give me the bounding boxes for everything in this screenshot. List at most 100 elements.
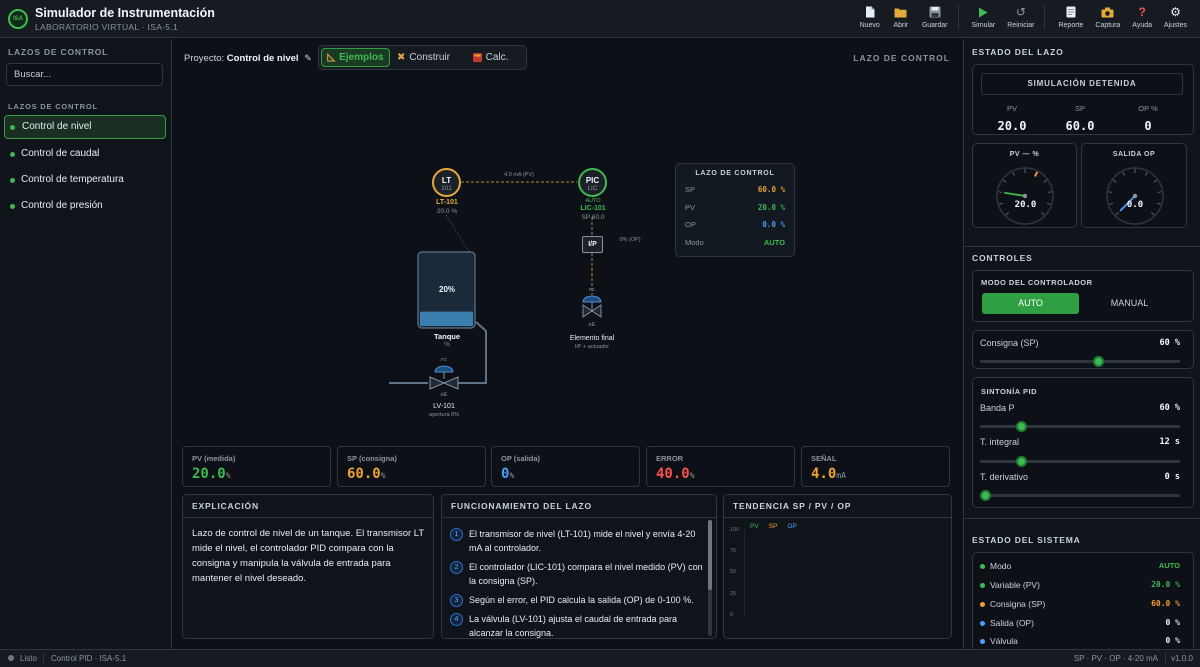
gauge-tick [1040,211,1045,216]
gauge-pv-needle [1004,191,1026,197]
trend-title: TENDENCIA SP / PV / OP [724,495,951,518]
tab-calc[interactable]: Calc. [457,48,524,67]
sidebar-item-label: Control de nivel [22,121,92,132]
sidebar-item-flow[interactable]: Control de caudal [4,142,166,166]
tab-examples-label: Ejemplos [339,52,384,63]
summary-row-sp: SP 60.0 % [685,185,785,194]
operation-scroll-thumb[interactable] [708,520,712,590]
controls-heading: CONTROLES [972,253,1033,263]
reset-icon: ↺ [1015,5,1026,19]
status-key: SP [1074,104,1085,113]
setpoint-slider[interactable] [980,356,1180,367]
derivative-slider-thumb[interactable] [980,490,991,501]
system-row-op: Salida (OP)0 % [980,618,1180,628]
search-input[interactable] [6,63,163,86]
legend-pv: PV [750,523,759,530]
band-slider[interactable] [980,421,1180,432]
pid-card: SINTONÍA PID [972,377,1194,508]
summary-key: PV [685,203,696,212]
gauge-tick [1002,179,1007,183]
edit-icon[interactable]: ✎ [304,53,312,63]
final-element-sub: I/P + actuador [574,344,610,350]
gauge-pv-sp-marker [1034,171,1039,177]
reset-button[interactable]: ↺ Reiniciar [1002,5,1046,29]
gauge-op-hub [1132,193,1138,199]
capture-button[interactable]: Captura [1090,5,1125,29]
save-label: Guardar [921,22,948,29]
divider [964,246,1200,247]
ip-converter[interactable]: I/P [582,236,603,253]
sidebar-item-pressure[interactable]: Control de presión [4,194,166,218]
system-value: AUTO [1158,561,1180,570]
trend-y-tick: 50 [730,569,737,575]
lt-instrument[interactable]: LT 101 [432,168,461,197]
final-element-code: FC [589,287,595,292]
save-button[interactable]: Guardar [917,5,959,29]
status-indicator-icon [8,655,14,661]
open-button[interactable]: Abrir [887,5,915,29]
gauge-pv-title: PV — % [1009,151,1040,158]
pv-signal-label: 4.0 mA (PV) [504,172,534,178]
metric-signal: SEÑAL 4.0mA [801,446,950,487]
sidebar-item-temperature[interactable]: Control de temperatura [4,168,166,192]
camera-icon [1101,5,1115,19]
gear-icon: ⚙ [1170,5,1181,19]
setpoint-card [972,330,1194,369]
gauge-pv [996,167,1054,225]
integral-slider-thumb[interactable] [1015,456,1027,467]
calculator-icon [472,48,482,67]
simulate-button[interactable]: Simular [967,5,1001,29]
integral-slider[interactable] [980,456,1180,467]
derivative-slider[interactable] [980,490,1180,501]
lt-tag: LT-101 [436,199,458,206]
status-version: v1.0.0 [1171,654,1193,663]
tab-examples[interactable]: ◺ Ejemplos [321,48,390,67]
report-button[interactable]: Reporte [1053,5,1088,29]
gauge-tick [1109,202,1114,205]
gauge-op-title: SALIDA OP [1112,151,1156,158]
manual-button[interactable]: MANUAL [1110,298,1149,308]
setpoint-slider-thumb[interactable] [1093,356,1105,367]
integral-value: 12 s [1159,437,1180,447]
gauge-op-needle [1119,195,1136,212]
system-key: Consigna (SP) [990,599,1046,609]
summary-value: 60.0 % [757,185,785,194]
tab-build[interactable]: ✖ Construir [390,48,457,67]
project-indicator: Proyecto: Control de nivel ✎ [184,53,312,64]
ip-signal-label: 0% (OP) [619,237,641,243]
explanation-text: Lazo de control de nivel de un tanque. E… [192,528,425,584]
summary-key: SP [685,185,696,194]
help-icon: ? [1138,5,1146,19]
gauge-pv-card: PV — % 20.0 [972,143,1077,228]
summary-key: OP [685,220,696,229]
metric-label: SEÑAL [811,454,837,463]
gauge-tick [1012,171,1015,176]
new-button[interactable]: Nuevo [855,5,885,29]
system-value: 0 % [1165,618,1180,627]
sidebar: LAZOS DE CONTROL LAZOS DE CONTROL Contro… [0,39,172,649]
setpoint-label: Consigna (SP) [980,338,1039,348]
explanation-title: EXPLICACIÓN [183,495,433,518]
gauge-pv-hub [1022,193,1028,199]
tank-unit: % [444,341,450,348]
status-state: Listo [20,654,37,663]
trend-panel: TENDENCIA SP / PV / OP PV SP OP 100 75 5… [723,494,952,639]
step-text: El controlador (LIC-101) compara el nive… [469,562,703,586]
help-button[interactable]: ? Ayuda [1127,5,1157,29]
metric-value: 0 [501,466,510,482]
gauge-tick [1145,171,1148,176]
band-slider-thumb[interactable] [1015,421,1027,432]
valve-body [429,376,459,390]
auto-button[interactable]: AUTO [982,293,1079,314]
sidebar-item-level[interactable]: Control de nivel [4,115,166,139]
diagram-canvas[interactable]: Proyecto: Control de nivel ✎ ◺ Ejemplos … [173,39,962,438]
gauge-op-ticks [1108,169,1162,216]
pic-instrument[interactable]: PIC LIC [578,168,607,197]
lt-connection-line [445,214,471,254]
settings-button[interactable]: ⚙ Ajustes [1159,5,1192,29]
